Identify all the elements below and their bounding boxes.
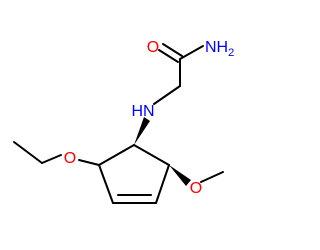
amide-nh-text: NH	[205, 39, 228, 56]
atom-labels: O NH2 HN O O	[64, 39, 234, 197]
amide-c-n-bond	[179, 45, 204, 60]
methoxy-o-ch3-bond	[200, 171, 224, 183]
wedge-bond-c1-nh	[134, 117, 150, 145]
wedge-bond-c2-o	[169, 165, 191, 186]
amine-nitrogen-label: HN	[131, 103, 154, 120]
cyclopentene-ring	[98, 144, 170, 204]
ring-bond-c1-c2	[133, 144, 170, 166]
ch2-nh-bond	[153, 85, 181, 105]
ring-bond-c5-c1	[98, 144, 135, 166]
amide-nitrogen-label: NH2	[205, 39, 234, 59]
carbonyl-double-bond-b	[162, 43, 183, 57]
molecule-diagram: O NH2 HN O O	[13, 39, 234, 204]
ethoxy-oxygen-label: O	[64, 150, 76, 167]
methoxy-oxygen-label: O	[190, 180, 202, 197]
carbonyl-double-bond-a	[158, 49, 179, 63]
ring-bond-c4-c5	[98, 164, 114, 204]
ring-bond-c2-c3	[155, 164, 170, 204]
ethoxy-ch2-ch3-bond	[13, 141, 43, 164]
amide-subscript-text: 2	[228, 47, 234, 59]
bonds	[153, 43, 204, 105]
carbonyl-oxygen-label: O	[147, 39, 159, 56]
molecule-canvas: O NH2 HN O O	[13, 39, 234, 204]
c5-ethoxy-o-bond	[78, 159, 100, 166]
ethoxy-o-ch2-bond	[41, 154, 62, 164]
